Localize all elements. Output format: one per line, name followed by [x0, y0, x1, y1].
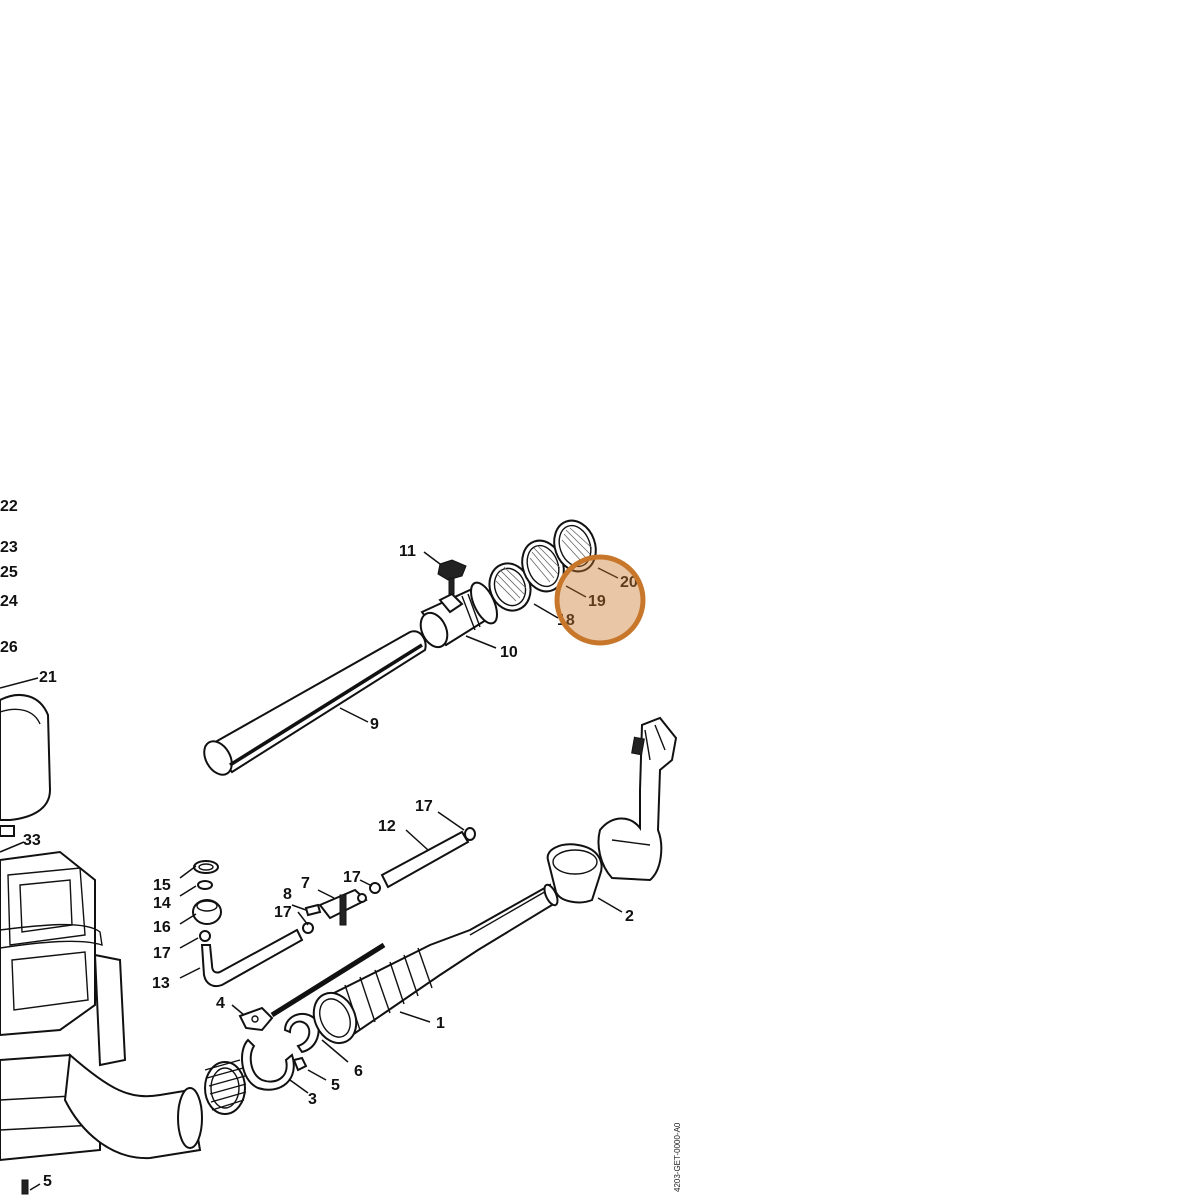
part-label-26: 26 [0, 639, 18, 656]
leader-lines [0, 551, 623, 1191]
valve-part-7 [318, 888, 368, 926]
part-label-10: 10 [500, 644, 518, 661]
part-label-19: 19 [588, 593, 606, 610]
nipple-part-8 [304, 903, 322, 917]
part-label-17-c: 17 [343, 869, 361, 886]
part-label-25: 25 [0, 564, 18, 581]
pipe-part-12 [369, 827, 476, 894]
bracket-part-4 [238, 1006, 274, 1032]
handle-bracket [597, 716, 678, 882]
part-label-8: 8 [283, 886, 292, 903]
flex-hose [312, 883, 559, 1045]
part-label-17-d: 17 [415, 798, 433, 815]
part-label-5-bottom: 5 [43, 1173, 52, 1190]
part-label-11: 11 [399, 543, 416, 560]
knob-part-11 [437, 559, 467, 595]
part-label-5: 5 [331, 1077, 340, 1094]
part-label-1: 1 [436, 1015, 445, 1032]
clip-part-6 [283, 1012, 320, 1054]
part-label-4: 4 [216, 995, 225, 1012]
part-label-24: 24 [0, 593, 18, 610]
part-label-17-b: 17 [274, 904, 292, 921]
ring-part-2 [546, 843, 603, 904]
screw-part-5 [292, 1056, 308, 1072]
blower-tube [203, 630, 427, 776]
part-label-13: 13 [152, 975, 170, 992]
drawing-code: 4203-GET-0000-A0 [673, 1122, 682, 1192]
part-label-33: 33 [23, 832, 41, 849]
part-label-16: 16 [153, 919, 171, 936]
part-label-23: 23 [0, 539, 18, 556]
seal-parts-14-15 [193, 860, 219, 890]
screen-part-19 [521, 539, 565, 593]
nozzle-part-10 [419, 581, 498, 649]
pipe-part-13 [200, 922, 314, 988]
part-label-6: 6 [354, 1063, 363, 1080]
highlight-marker [554, 554, 646, 646]
hose-clamp [241, 1038, 295, 1091]
part-label-15: 15 [153, 877, 171, 894]
rod [270, 942, 386, 1018]
part-label-3: 3 [308, 1091, 317, 1108]
part-label-17-a: 17 [153, 945, 171, 962]
part-label-22: 22 [0, 498, 18, 515]
part-label-14: 14 [153, 895, 171, 912]
part-labels: 1 2 3 4 5 5 6 7 8 9 10 11 12 13 14 15 16… [0, 498, 638, 1190]
outlet-elbow [63, 1052, 247, 1160]
nut-part-16 [192, 899, 222, 942]
part-label-9: 9 [370, 716, 379, 733]
part-label-7: 7 [301, 875, 310, 892]
screw-bottom-left [21, 1179, 29, 1195]
part-label-2: 2 [625, 908, 634, 925]
part-label-21: 21 [39, 669, 57, 686]
part-label-20: 20 [620, 574, 638, 591]
part-label-12: 12 [378, 818, 396, 835]
